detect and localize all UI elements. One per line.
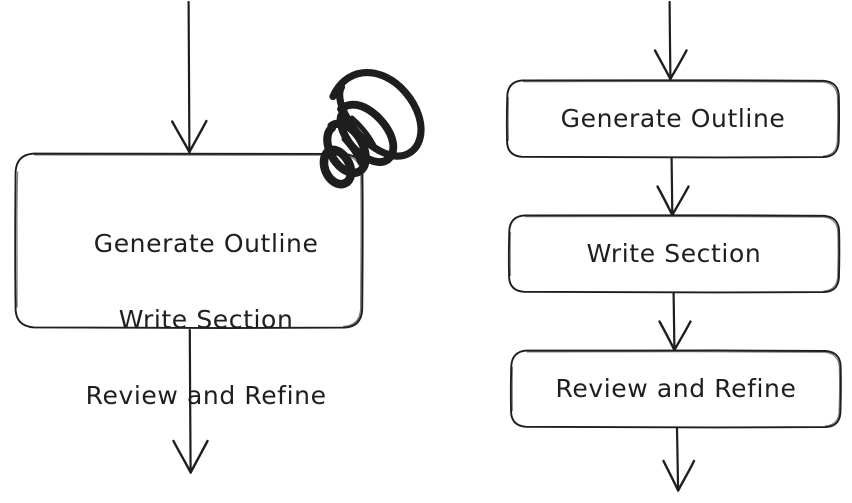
arrow-out-of-review-and-refine xyxy=(662,426,696,492)
arrow-write-section-to-review-and-refine xyxy=(658,291,692,352)
arrow-into-merged-node xyxy=(171,0,208,154)
arrow-generate-outline-to-write-section xyxy=(656,156,690,217)
node-write-section[interactable] xyxy=(507,214,841,294)
scribble-annotation xyxy=(319,68,425,189)
arrow-into-generate-outline xyxy=(653,0,688,81)
merged-node-box[interactable] xyxy=(14,152,364,329)
node-generate-outline[interactable] xyxy=(505,79,840,159)
arrow-out-of-merged-node xyxy=(172,328,209,474)
node-review-and-refine[interactable] xyxy=(509,349,842,429)
